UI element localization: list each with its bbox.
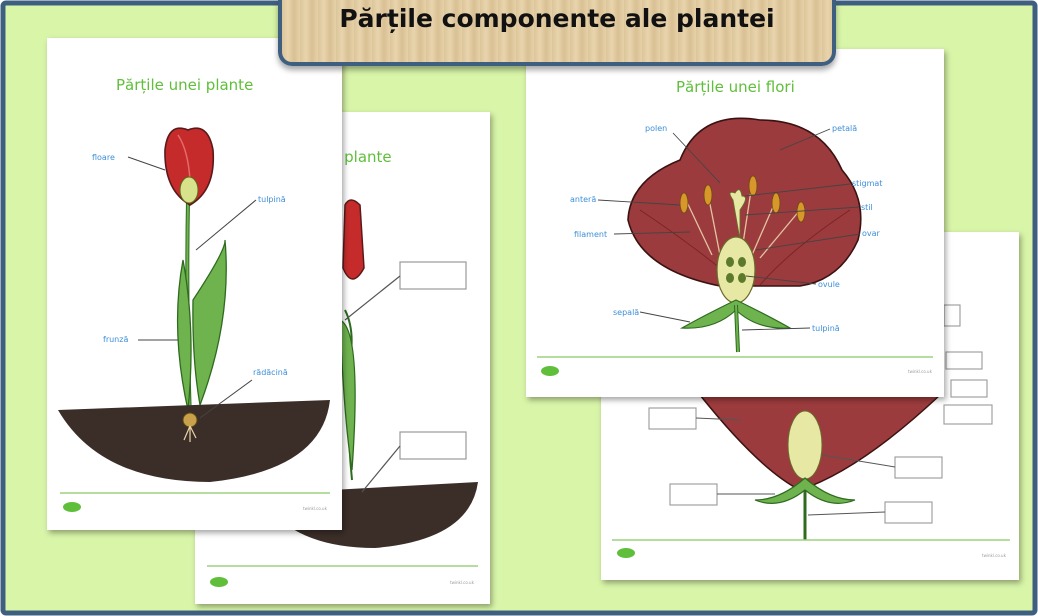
label-ovary: ovar — [862, 229, 881, 238]
svg-text:twinkl.co.uk: twinkl.co.uk — [982, 553, 1007, 558]
label-sepal: sepală — [613, 308, 639, 317]
label-filament: filament — [574, 230, 607, 239]
plant-labeled-title: Părțile unei plante — [116, 76, 253, 94]
twinkl-logo — [210, 577, 228, 587]
blank-label-box — [943, 404, 993, 425]
twinkl-logo — [63, 502, 81, 512]
svg-text:twinkl.co.uk: twinkl.co.uk — [450, 580, 475, 585]
blank-label-box — [945, 351, 983, 370]
label-stigma: stigmat — [852, 179, 882, 188]
flower-labeled-content: Părțile unei flori polen petală stigmat — [537, 78, 933, 376]
blank-label-box — [648, 407, 697, 430]
blank-label-box — [943, 304, 961, 327]
page-title: Părțile componente ale plantei — [339, 4, 775, 33]
twinkl-logo — [541, 366, 559, 376]
twinkl-logo — [617, 548, 635, 558]
blank-label-box — [399, 261, 467, 290]
label-stem: tulpină — [258, 195, 286, 204]
label-stem-flower: tulpină — [812, 324, 840, 333]
label-style: stil — [861, 203, 873, 212]
label-pollen: polen — [645, 124, 667, 133]
blank-label-box — [894, 456, 943, 479]
label-flower: floare — [92, 153, 115, 162]
svg-text:twinkl.co.uk: twinkl.co.uk — [908, 369, 933, 374]
plant-blank-title: ei plante — [326, 148, 392, 166]
plant-blank-content: ei plante twinkl.co.uk — [207, 148, 478, 587]
flower-labeled-title: Părțile unei flori — [676, 78, 795, 96]
blank-label-box — [399, 431, 467, 460]
flower-blank-content: twinkl.co.uk — [612, 304, 1010, 558]
blank-label-box — [884, 501, 933, 524]
plant-labeled-content: Părțile unei plante floare tulpină frunz… — [58, 76, 330, 512]
label-root: rădăcină — [253, 368, 288, 377]
svg-text:twinkl.co.uk: twinkl.co.uk — [303, 506, 328, 511]
label-petal: petală — [832, 124, 857, 133]
blank-label-box — [669, 483, 718, 506]
title-banner: Părțile componente ale plantei — [278, 0, 836, 66]
blank-label-box — [950, 379, 988, 398]
label-leaves: frunză — [103, 335, 128, 344]
label-anther: anteră — [570, 195, 596, 204]
label-ovule: ovule — [818, 280, 840, 289]
